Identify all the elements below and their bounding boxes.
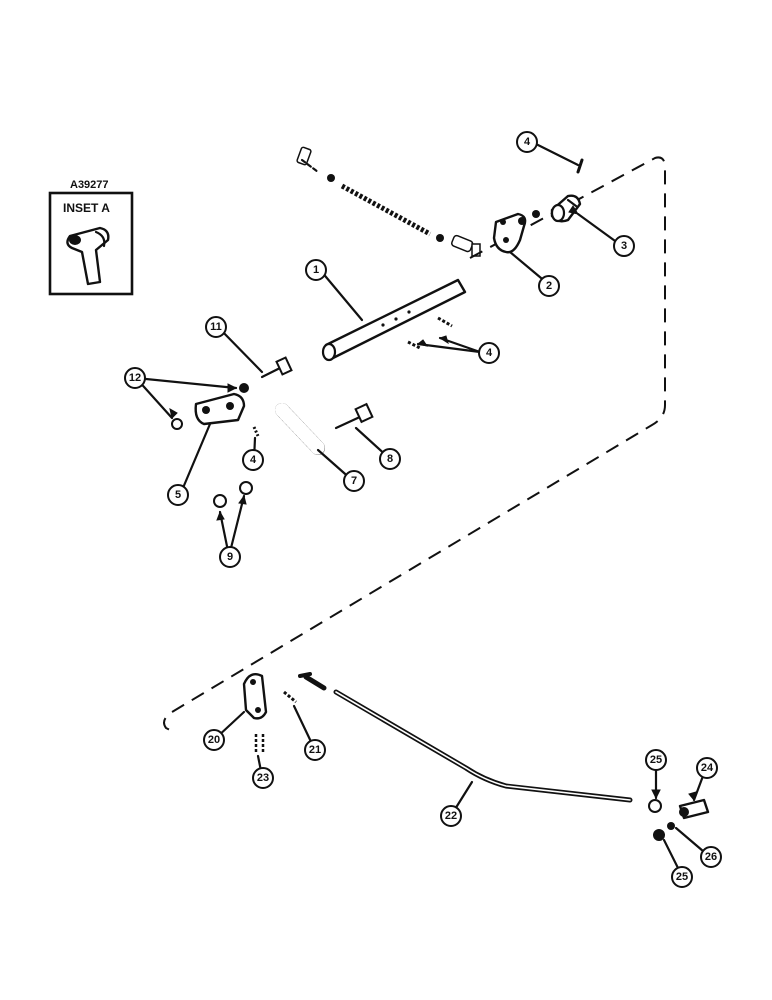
nut-26 [667,822,675,830]
pin-4-low [252,426,260,437]
callout-4-mid: 4 [478,342,500,364]
callout-12: 12 [124,367,146,389]
pin-4-mid-b [407,340,421,350]
nut-25-a [648,799,662,813]
svg-text:11: 11 [210,321,222,333]
spring-7 [275,403,325,455]
callout-1: 1 [305,259,327,281]
callout-9: 9 [219,546,241,568]
svg-text:25: 25 [650,754,662,766]
inset-lever-icon [66,226,110,286]
cross-shaft [321,278,467,362]
bolt-8 [334,402,374,430]
rod-22 [298,672,633,803]
figure-code: A39277 [70,179,109,191]
lever-20 [242,673,268,720]
svg-text:9: 9 [227,551,233,563]
svg-text:8: 8 [387,453,393,465]
inset-a: A39277 INSET A [48,179,134,296]
callout-5: 5 [167,484,189,506]
callout-4-top: 4 [516,131,538,153]
callout-21: 21 [304,739,326,761]
pin-4-mid-a [437,316,453,328]
nut-25-b [653,829,665,841]
callout-2: 2 [538,275,560,297]
phantom-linkage [296,146,481,257]
svg-text:1: 1 [313,264,319,276]
callout-7: 7 [343,470,365,492]
clevis-24 [678,798,710,820]
svg-text:21: 21 [309,744,321,756]
svg-text:4: 4 [250,454,257,466]
callout-3: 3 [613,235,635,257]
callout-24: 24 [696,757,718,779]
callout-25-bottom: 25 [671,866,693,888]
svg-text:24: 24 [701,762,714,774]
svg-text:4: 4 [524,136,531,148]
callout-25-top: 25 [645,749,667,771]
nut-9-a [213,494,227,508]
callout-8: 8 [379,448,401,470]
svg-text:4: 4 [486,347,493,359]
callout-20: 20 [203,729,225,751]
nut-12-a [239,383,249,393]
nut-9-b [239,481,253,495]
callout-22: 22 [440,805,462,827]
svg-text:3: 3 [621,240,627,252]
svg-text:7: 7 [351,475,357,487]
callout-26: 26 [700,846,722,868]
callout-23: 23 [252,767,274,789]
lever-arm-2 [492,210,540,254]
svg-text:20: 20 [208,734,220,746]
svg-text:25: 25 [676,871,688,883]
leader-lines [134,142,712,878]
lever-5 [194,392,246,426]
assembly-outline [163,156,666,733]
svg-text:2: 2 [546,280,552,292]
svg-text:26: 26 [705,851,717,863]
svg-text:12: 12 [129,372,141,384]
svg-text:23: 23 [257,772,269,784]
callout-4-low: 4 [242,449,264,471]
bolt-11 [260,356,293,379]
clevis-3 [550,194,582,223]
pin-21 [283,690,297,704]
svg-text:22: 22 [445,810,457,822]
svg-text:5: 5 [175,489,181,501]
callout-11: 11 [205,316,227,338]
nut-12-b [171,418,183,430]
pin-4-top [576,158,584,174]
leader-arrows [169,205,697,802]
inset-title: INSET A [63,201,110,215]
